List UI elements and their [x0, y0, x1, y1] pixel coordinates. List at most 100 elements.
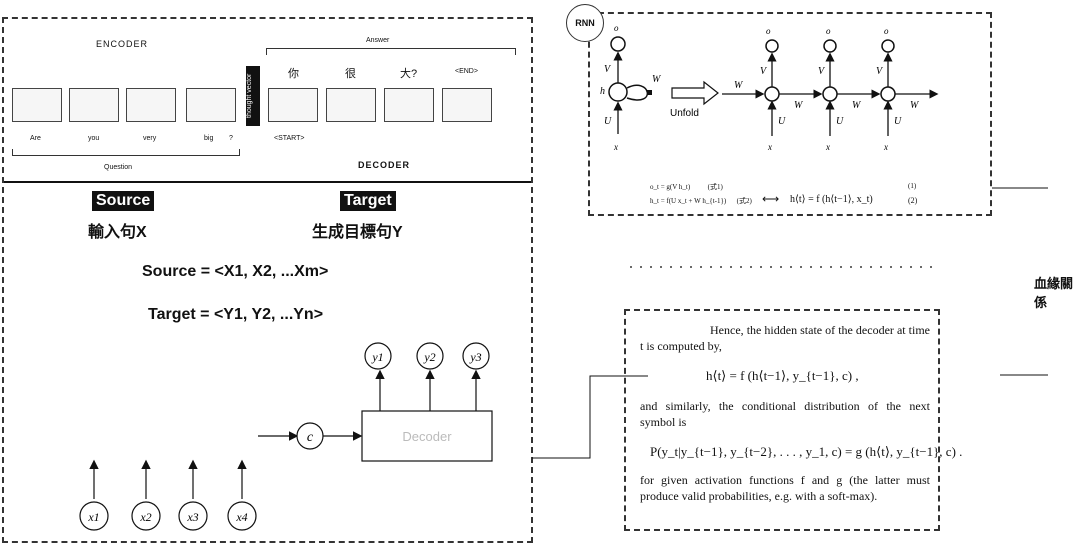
output-node-3 [462, 342, 490, 370]
relation-label: 血緣關係 [1034, 276, 1074, 310]
unrolled-w-4: W [910, 100, 920, 111]
unrolled-u-1: U [778, 116, 786, 127]
figure-divider [4, 181, 531, 183]
connectors [532, 187, 1048, 459]
decoder-box [361, 410, 493, 462]
decoder-label: DECODER [358, 160, 411, 170]
input-node-4 [227, 501, 257, 531]
target-equation: Target = <Y1, Y2, ...Yn> [148, 306, 324, 323]
rnn-eq-right: h⟨t⟩ = f (h⟨t−1⟩, x_t) [790, 194, 873, 205]
decoder-cell-4 [442, 88, 492, 122]
answer-word-1: 你 [288, 68, 299, 80]
text-paragraph-3: for given activation functions f and g (… [640, 473, 930, 503]
context-label: c [307, 430, 314, 445]
answer-bracket [266, 48, 516, 55]
source-equation: Source = <X1, X2, ...Xm> [142, 263, 329, 280]
rnn-folded-hidden [608, 82, 628, 102]
rnn-panel [588, 12, 992, 216]
output-label-2: y2 [423, 350, 435, 364]
encoder-cell-4 [186, 88, 236, 122]
text-panel [624, 309, 940, 531]
double-arrow-icon: ⟷ [762, 192, 780, 206]
thought-vector-label: thought vector [246, 73, 253, 119]
decoder-box-label: Decoder [402, 429, 452, 444]
rnn-stamp: RNN [566, 4, 604, 42]
unrolled-u-3: U [894, 116, 902, 127]
in-label-3: x [883, 142, 888, 152]
output-node-2 [416, 342, 444, 370]
out-label-3: o [884, 26, 889, 36]
rnn-stamp-label: RNN [575, 18, 595, 28]
decoder-cell-3 [384, 88, 434, 122]
question-label: Question [104, 164, 133, 171]
in-label-2: x [825, 142, 830, 152]
rnn-eq-num-2: (2) [908, 196, 918, 205]
out-node-3 [881, 39, 895, 53]
encoder-label: ENCODER [96, 39, 149, 49]
input-word-4: big [204, 135, 214, 142]
rnn-folded-u: U [604, 116, 612, 127]
unrolled-w-3: W [852, 100, 862, 111]
text-equation-1: h⟨t⟩ = f (h⟨t−1⟩, y_{t−1}, c) , [706, 368, 859, 383]
input-label-4: x4 [235, 510, 247, 524]
unrolled-w-1: W [734, 80, 744, 91]
rnn-folded-v: V [604, 64, 612, 75]
target-tag: Target [340, 191, 396, 211]
encoder-cell-3 [126, 88, 176, 122]
output-label-1: y1 [371, 350, 383, 364]
rnn-eq-line-1: o_t = g(V h_t) (式1) [650, 183, 723, 191]
input-word-3: very [143, 135, 157, 142]
encoder-cell-2 [69, 88, 119, 122]
input-word-1: Are [30, 135, 41, 142]
answer-word-2: 很 [345, 68, 356, 80]
source-caption: 輸入句X [88, 224, 147, 241]
out-label-1: o [766, 26, 771, 36]
text-paragraph-1: Hence, the hidden state of the decoder a… [640, 323, 930, 353]
rnn-eq-num-1: (1) [908, 182, 917, 190]
source-tag: Source [92, 191, 155, 211]
hidden-node-3 [880, 86, 896, 102]
unrolled-v-2: V [818, 66, 826, 77]
thought-vector: thought vector [246, 66, 260, 126]
rnn-eq-line-2: h_t = f(U x_t + W h_{t-1}) (式2) [650, 197, 752, 205]
out-node-1 [765, 39, 779, 53]
decoder-cell-2 [326, 88, 376, 122]
out-node-2 [823, 39, 837, 53]
end-token: <END> [455, 68, 478, 75]
input-word-5: ? [229, 135, 233, 142]
out-label-2: o [826, 26, 831, 36]
input-node-1 [79, 501, 109, 531]
input-label-3: x3 [186, 510, 198, 524]
encoder-cell-1 [12, 88, 62, 122]
input-word-2: you [88, 135, 100, 142]
decoder-cell-1 [268, 88, 318, 122]
seq2seq-figure: ENCODER Answer thought vector 你 很 大? <EN… [8, 28, 528, 183]
rnn-folded-output [610, 36, 626, 52]
rnn-folded-w: W [652, 74, 662, 85]
rnn-folded-x: x [613, 142, 618, 152]
rnn-folded-h: h [600, 86, 605, 97]
seq-diagram: Decoder c y1 y2 y3 x1 x2 x3 x4 [79, 342, 493, 531]
text-equation-2: P(y_t|y_{t−1}, y_{t−2}, . . . , y_1, c) … [650, 444, 963, 459]
input-label-2: x2 [139, 510, 151, 524]
start-token: <START> [274, 135, 305, 142]
answer-label: Answer [366, 37, 390, 44]
unrolled-w-2: W [794, 100, 804, 111]
rnn-folded-o: o [614, 23, 619, 33]
output-node-1 [364, 342, 392, 370]
input-label-1: x1 [87, 510, 99, 524]
in-label-1: x [767, 142, 772, 152]
unfold-label: Unfold [670, 108, 699, 119]
hidden-node-1 [764, 86, 780, 102]
answer-word-3: 大? [400, 68, 418, 80]
hidden-node-2 [822, 86, 838, 102]
left-panel [2, 17, 533, 543]
input-node-2 [131, 501, 161, 531]
output-label-3: y3 [469, 350, 481, 364]
unrolled-u-2: U [836, 116, 844, 127]
rnn-diagram: o V h W U x Unfold W W W W V V V o o o U… [600, 23, 939, 152]
text-paragraph-2: and similarly, the conditional distribut… [640, 399, 930, 429]
unrolled-v-1: V [760, 66, 768, 77]
input-node-3 [178, 501, 208, 531]
unrolled-v-3: V [876, 66, 884, 77]
